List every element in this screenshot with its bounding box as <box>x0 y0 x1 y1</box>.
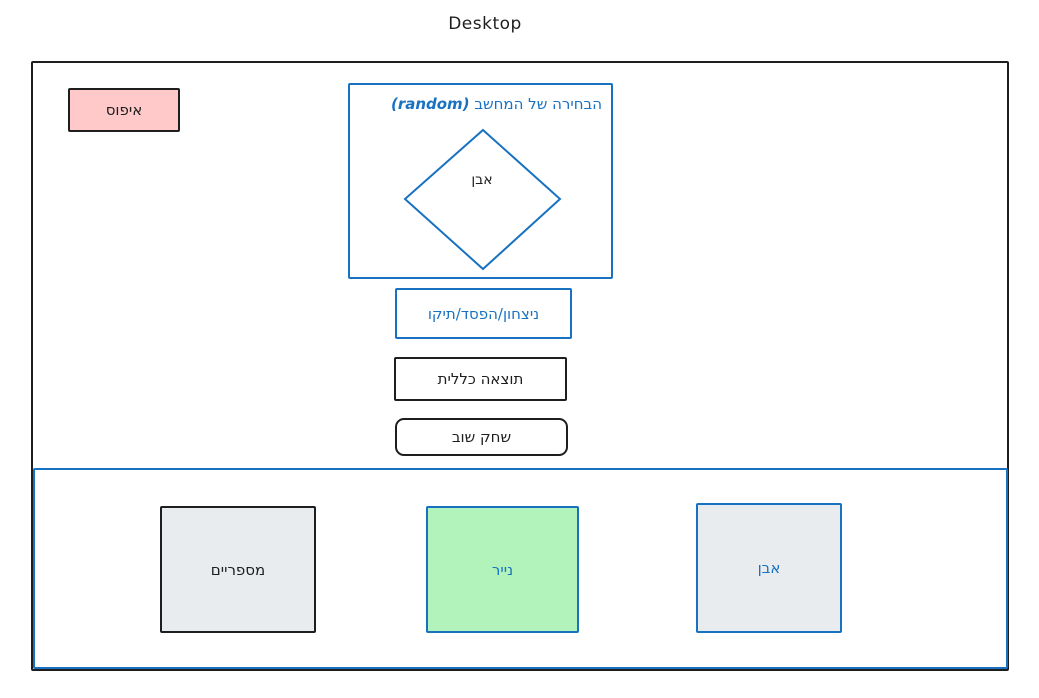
total-score-label: תוצאה כללית <box>394 357 567 401</box>
choice-scissors-button[interactable]: מספריים <box>160 506 316 633</box>
computer-choice-title-en: (random) <box>390 95 470 113</box>
computer-choice-value: אבן <box>471 172 493 188</box>
player-choices-panel <box>33 468 1008 669</box>
page-title: Desktop <box>448 14 522 34</box>
play-again-button[interactable]: שחק שוב <box>395 418 568 456</box>
computer-choice-title-he: הבחירה של המחשב <box>474 95 602 113</box>
choice-rock-button[interactable]: אבן <box>696 503 842 633</box>
desktop-frame <box>31 61 1009 671</box>
round-result-label: ניצחון/הפסד/תיקו <box>395 288 572 339</box>
choice-paper-button[interactable]: נייר <box>426 506 579 633</box>
reset-button[interactable]: איפוס <box>68 88 180 132</box>
computer-choice-diamond <box>403 128 562 271</box>
computer-choice-title: הבחירה של המחשב (random) <box>352 95 602 113</box>
computer-choice-panel <box>348 83 613 279</box>
